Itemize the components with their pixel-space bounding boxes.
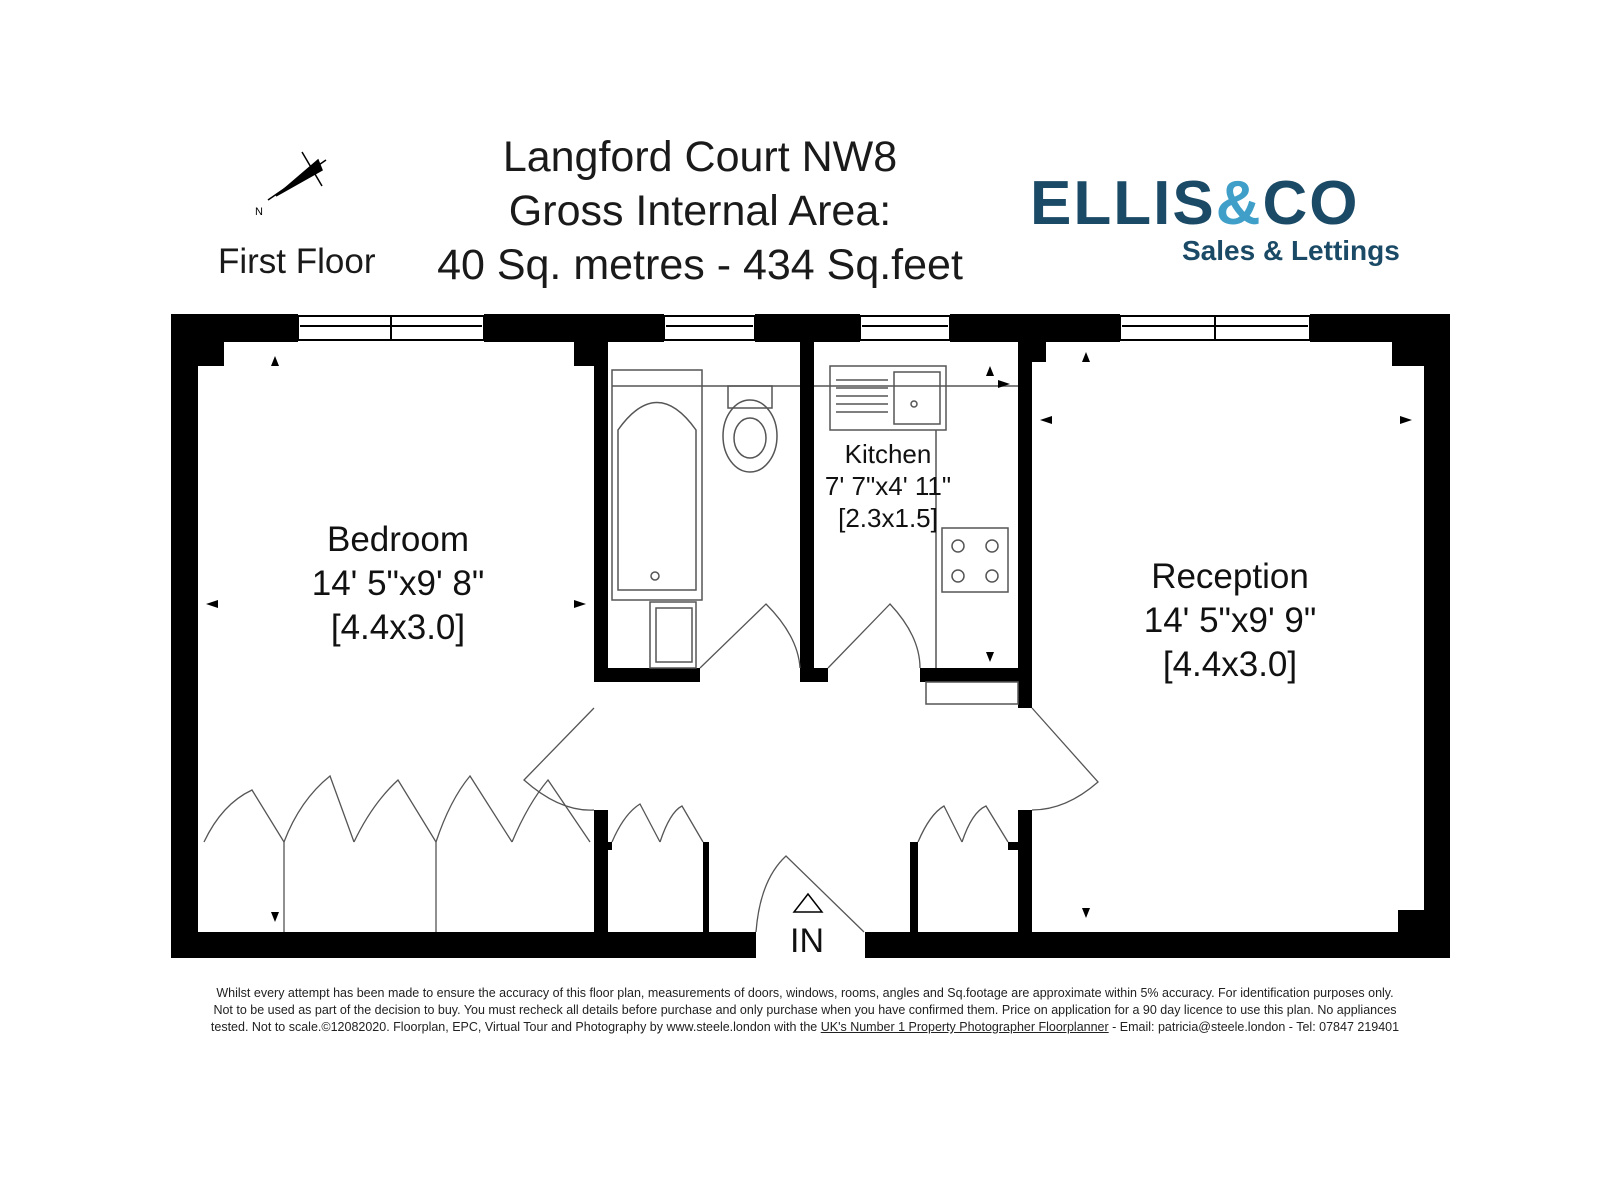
- disclaimer-line-3: tested. Not to scale.©12082020. Floorpla…: [160, 1019, 1450, 1036]
- windows: [297, 315, 1311, 341]
- bedroom-label: Bedroom 14' 5"x9' 8" [4.4x3.0]: [268, 518, 528, 650]
- disclaimer-line-3-start: tested. Not to scale.©12082020. Floorpla…: [210, 1020, 821, 1034]
- bedroom-imperial-size: 14' 5"x9' 8": [311, 564, 485, 603]
- toilet-icon: [722, 399, 778, 473]
- wardrobe-door-icon: [203, 789, 285, 843]
- logo-brand-left: ELLIS: [1030, 169, 1216, 238]
- compass-icon: N: [255, 151, 327, 218]
- bathroom-sink-icon: [649, 601, 697, 669]
- reception-label: Reception 14' 5"x9' 9" [4.4x3.0]: [1110, 555, 1350, 687]
- plan-title-line-2: Gross Internal Area:: [508, 187, 892, 235]
- kitchen-sink-icon: [829, 365, 947, 431]
- kitchen-label: Kitchen 7' 7"x4' 11" [2.3x1.5]: [808, 438, 968, 534]
- bedroom-name: Bedroom: [326, 520, 470, 559]
- logo-brand-amp: &: [1215, 169, 1263, 238]
- disclaimer-line-2: Not to be used as part of the decision t…: [213, 1003, 1397, 1017]
- plan-title-line-1: Langford Court NW8: [502, 133, 898, 181]
- reception-name: Reception: [1151, 557, 1309, 596]
- entrance-door-icon: [755, 855, 865, 933]
- bath-icon: [611, 369, 703, 601]
- reception-imperial-size: 14' 5"x9' 9": [1143, 601, 1317, 640]
- bedroom-metric-size: [4.4x3.0]: [330, 608, 466, 647]
- door-swings: [203, 603, 1099, 933]
- hob-icon: [941, 527, 1009, 593]
- agency-logo: ELLIS&CO: [1030, 168, 1359, 239]
- entrance-arrow-icon: [792, 892, 824, 913]
- kitchen-metric-size: [2.3x1.5]: [838, 503, 938, 533]
- bath-plug: [650, 571, 660, 581]
- reception-door-icon: [1031, 707, 1099, 811]
- bathroom-door-icon: [699, 603, 801, 669]
- disclaimer-line-1: Whilst every attempt has been made to en…: [216, 986, 1394, 1000]
- floorplanner-link[interactable]: UK's Number 1 Property Photographer Floo…: [820, 1020, 1109, 1034]
- walls: [171, 314, 1450, 958]
- plan-area-line: 40 Sq. metres - 434 Sq.feet: [437, 241, 963, 289]
- reception-metric-size: [4.4x3.0]: [1162, 645, 1298, 684]
- fixtures: [611, 365, 1019, 705]
- floor-label: First Floor: [218, 242, 376, 281]
- cupboard-door-icon: [611, 803, 661, 843]
- kitchen-door-icon: [827, 603, 921, 669]
- disclaimer-line-3-end: - Email: patricia@steele.london - Tel: 0…: [1108, 1020, 1400, 1034]
- disclaimer: Whilst every attempt has been made to en…: [160, 985, 1450, 1036]
- entrance-label: IN: [790, 922, 824, 960]
- bedroom-door-icon: [523, 707, 595, 811]
- logo-tagline: Sales & Lettings: [1182, 235, 1400, 266]
- kitchen-name: Kitchen: [844, 439, 932, 469]
- compass-north-label: N: [255, 206, 263, 218]
- kitchen-imperial-size: 7' 7"x4' 11": [824, 471, 952, 501]
- bath-basin: [617, 401, 697, 591]
- toilet-cistern-icon: [727, 385, 773, 409]
- dimension-markers: [206, 352, 1412, 922]
- logo-brand-right: CO: [1262, 169, 1360, 238]
